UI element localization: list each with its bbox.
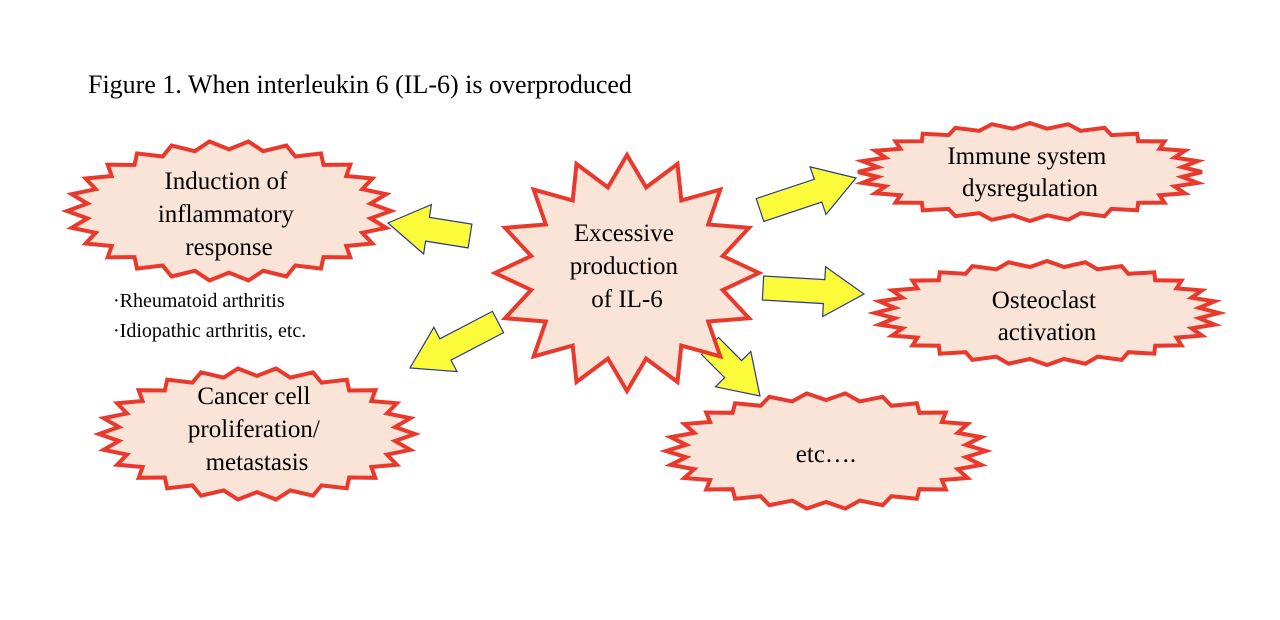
arrow-to-inflammatory bbox=[386, 203, 473, 256]
inflammatory-burst-shape bbox=[61, 139, 397, 283]
cancer-label-line: Cancer cell bbox=[197, 383, 310, 410]
center-label-line: of IL-6 bbox=[591, 286, 663, 313]
inflammatory-label-line: response bbox=[185, 234, 272, 261]
osteoclast-burst-shape bbox=[867, 258, 1227, 368]
etc-label: etc…. bbox=[796, 441, 856, 468]
immune-label-line: Immune system bbox=[947, 143, 1107, 170]
immune-burst-shape bbox=[854, 120, 1206, 224]
cancer-burst-shape bbox=[92, 366, 422, 502]
inflammatory-label-line: Induction of bbox=[164, 168, 288, 195]
arrows-group bbox=[386, 166, 866, 397]
immune-label: Immune system dysregulation bbox=[947, 143, 1112, 202]
center-label-line: Excessive bbox=[574, 220, 674, 247]
cancer-label-line: metastasis bbox=[206, 449, 309, 476]
center-burst-shape bbox=[490, 151, 764, 395]
osteoclast-label-line: Osteoclast bbox=[992, 287, 1096, 314]
center-label: Excessive production of IL-6 bbox=[570, 220, 685, 313]
figure-title: Figure 1. When interleukin 6 (IL-6) is o… bbox=[88, 70, 632, 99]
etc-label-line: etc…. bbox=[796, 441, 856, 468]
labels-group: Excessive production of IL-6 Induction o… bbox=[158, 143, 1112, 476]
osteoclast-label: Osteoclast activation bbox=[992, 287, 1102, 346]
immune-label-line: dysregulation bbox=[962, 175, 1099, 202]
osteoclast-label-line: activation bbox=[998, 319, 1097, 346]
cancer-label: Cancer cell proliferation/ metastasis bbox=[188, 383, 326, 476]
note-item: ·Rheumatoid arthritis bbox=[113, 290, 285, 312]
note-list: ·Rheumatoid arthritis ·Idiopathic arthri… bbox=[113, 286, 306, 346]
etc-burst-shape bbox=[659, 391, 993, 511]
center-label-line: production bbox=[570, 253, 679, 280]
arrow-to-immune bbox=[755, 166, 858, 223]
note-item: ·Idiopathic arthritis, etc. bbox=[113, 320, 307, 342]
inflammatory-label: Induction of inflammatory response bbox=[158, 168, 300, 261]
bursts-group bbox=[61, 120, 1227, 511]
cancer-label-line: proliferation/ bbox=[188, 416, 320, 443]
inflammatory-label-line: inflammatory bbox=[158, 201, 295, 228]
arrow-to-cancer bbox=[408, 310, 505, 373]
arrow-to-osteoclast bbox=[761, 265, 866, 318]
